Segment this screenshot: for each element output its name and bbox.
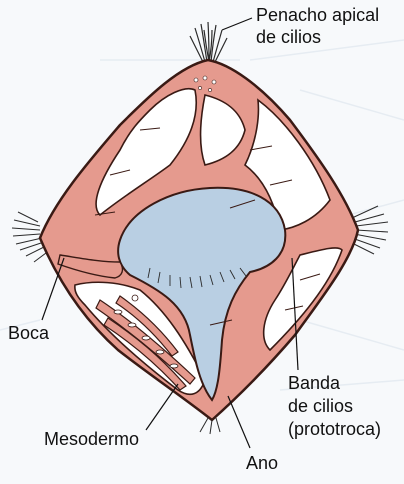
label-anus: Ano <box>246 452 278 474</box>
anal-cilia <box>200 418 220 434</box>
label-mesoderm: Mesodermo <box>44 428 139 450</box>
apical-tuft-cilia <box>190 22 227 62</box>
label-apical-tuft-line2: de cilios <box>256 26 321 48</box>
leader-apical-tuft <box>222 18 252 30</box>
label-ciliary-band-line2: de cilios <box>288 395 353 417</box>
leader-mesoderm <box>146 384 178 430</box>
label-mouth: Boca <box>8 322 49 344</box>
leader-anus <box>228 396 250 448</box>
label-ciliary-band-line1: Banda <box>288 372 340 394</box>
label-ciliary-band-line3: (prototroca) <box>288 418 381 440</box>
label-apical-tuft-line1: Penacho apical <box>256 4 379 26</box>
